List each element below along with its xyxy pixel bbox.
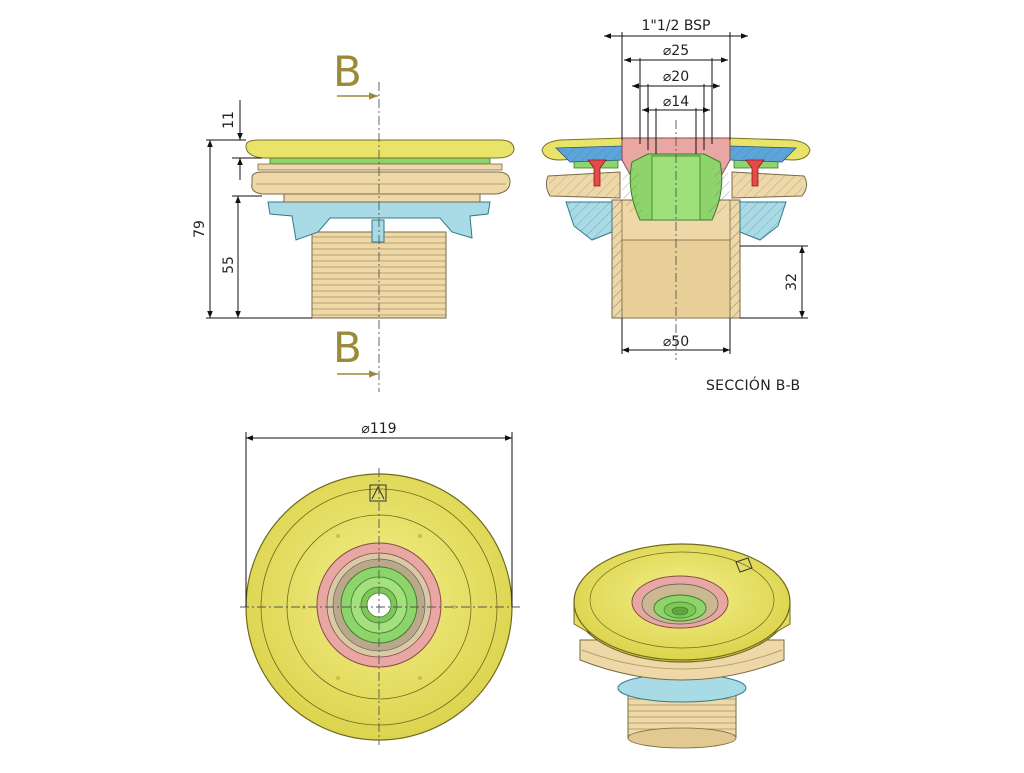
dim-thread: 1"1/2 BSP [641,18,710,34]
front-view: ⌀119 [240,421,520,745]
section-label-top: B [333,47,362,96]
dim-diameter: ⌀119 [361,421,396,437]
side-green-gasket [269,157,491,165]
front-logo-mark [369,484,387,502]
dim-d25: ⌀25 [663,43,689,59]
dim-d50: ⌀50 [663,334,689,350]
side-yellow-disc [245,139,515,159]
side-cyan-nut [267,201,491,241]
side-view: B B 11 79 55 [192,47,515,392]
dim-bottom-height: 32 [784,273,800,291]
isometric-view [573,543,791,749]
section-caption: SECCIÓN B-B [706,376,800,394]
dim-d14: ⌀14 [663,94,689,110]
section-label-bottom: B [333,323,362,372]
section-view: 1"1/2 BSP ⌀25 ⌀20 ⌀14 ⌀50 32 SECCIÓN B-B [541,18,811,394]
dim-total-height: 79 [192,220,208,238]
dim-body-height: 55 [221,256,237,274]
dim-d20: ⌀20 [663,69,689,85]
side-tan-flange [251,171,511,195]
dim-top-flange: 11 [221,111,237,129]
